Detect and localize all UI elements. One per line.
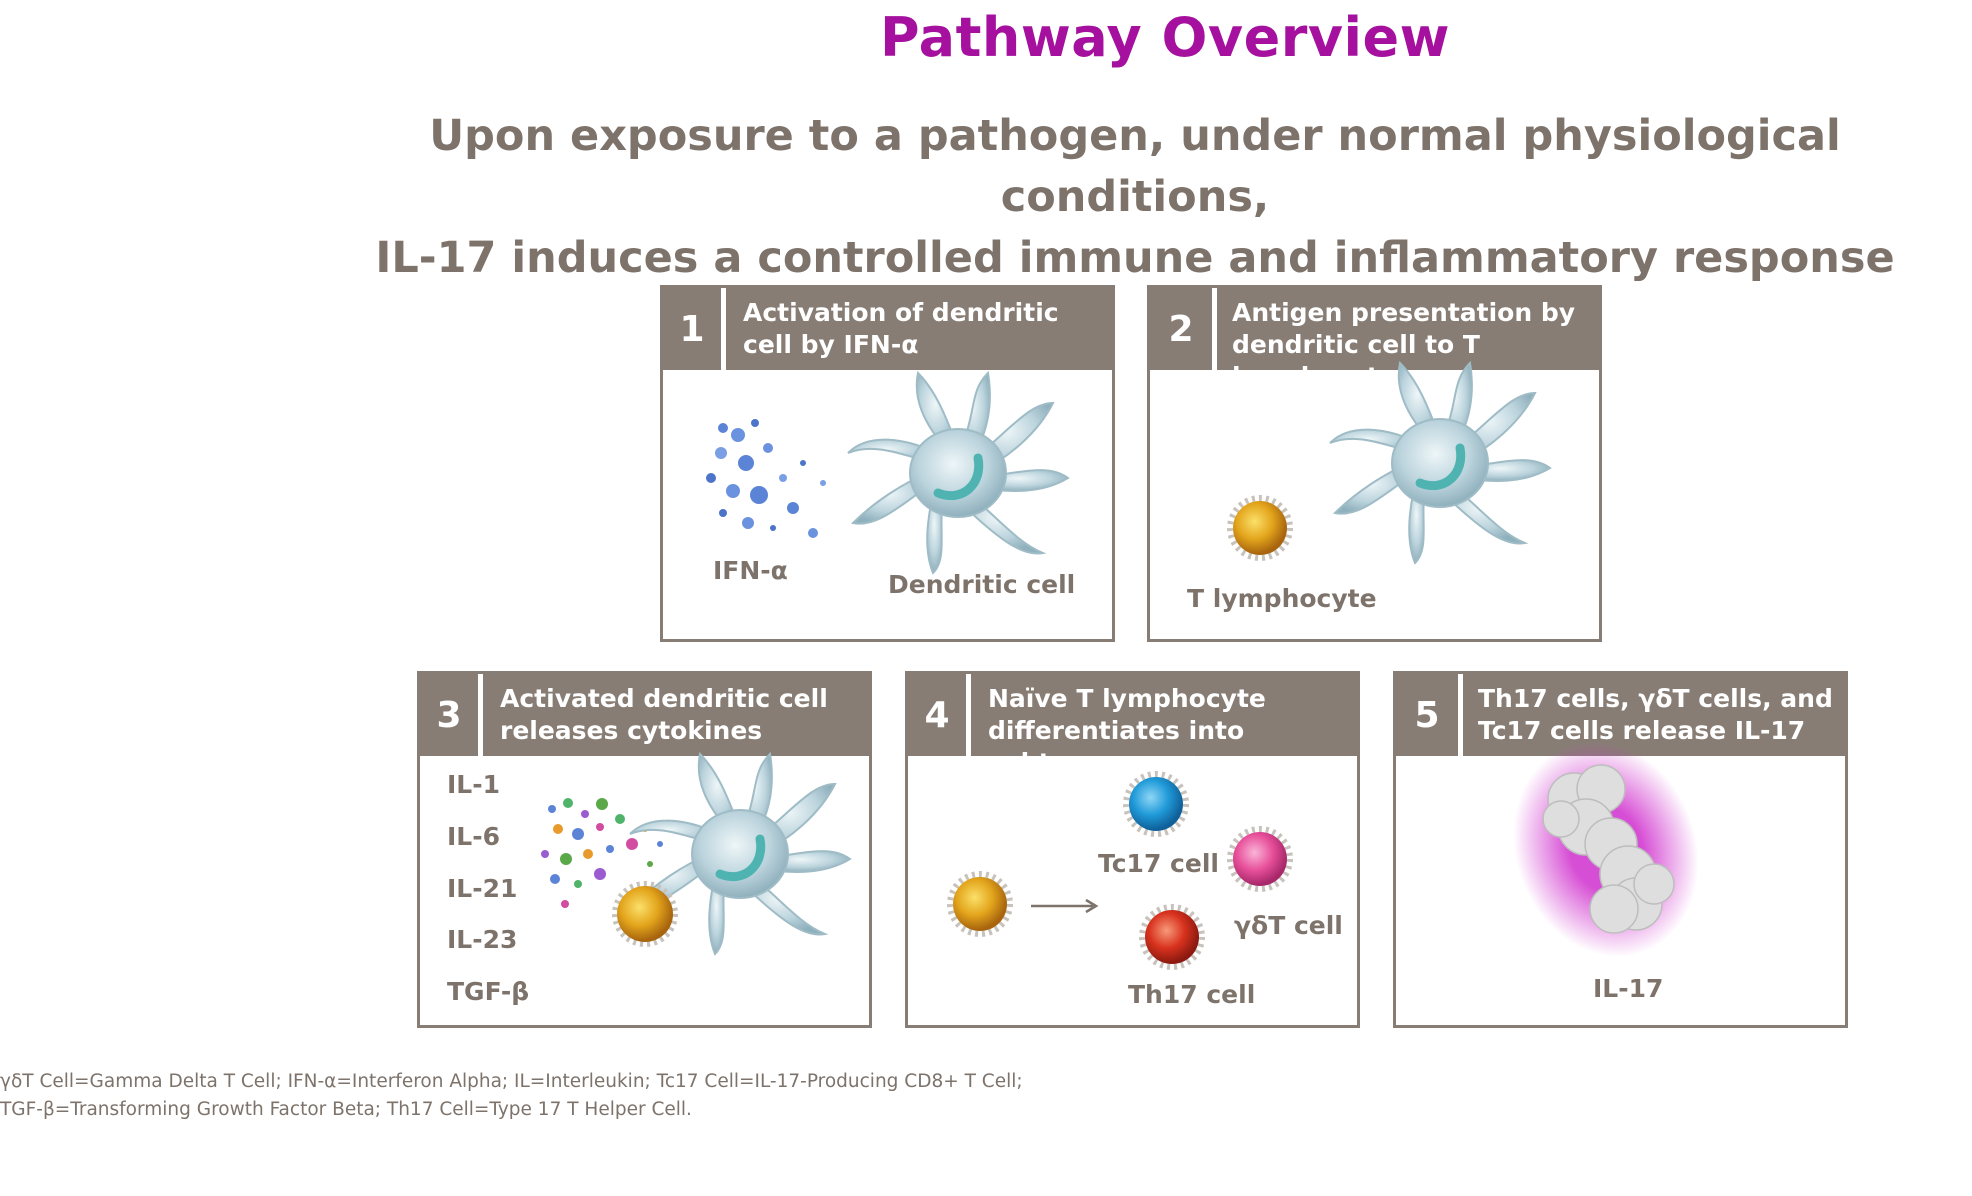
step-number: 3	[420, 674, 483, 756]
dendritic-cell-icon	[1330, 363, 1550, 563]
step-title: Th17 cells, γδT cells, and Tc17 cells re…	[1478, 684, 1833, 745]
panel-header: 3 Activated dendritic cell releases cyto…	[420, 674, 869, 759]
footnote-line-1: γδT Cell=Gamma Delta T Cell; IFN-α=Inter…	[0, 1071, 1023, 1092]
panel-step-2: 2 Antigen presentation by dendritic cell…	[1147, 285, 1602, 642]
gamma-delta-t-cell-icon	[1230, 829, 1290, 889]
footnote: γδT Cell=Gamma Delta T Cell; IFN-α=Inter…	[0, 1068, 1023, 1124]
panel-step-1: 1 Activation of dendritic cell by IFN-α …	[660, 285, 1115, 642]
th17-cell-icon	[1142, 907, 1202, 967]
ifn-alpha-particles-icon	[706, 419, 826, 538]
step-title: Antigen presentation by dendritic cell t…	[1232, 298, 1576, 391]
subtitle: Upon exposure to a pathogen, under norma…	[320, 106, 1950, 289]
step-number: 1	[663, 288, 726, 370]
cytokine-particles-icon	[541, 798, 663, 908]
panel-header: 5 Th17 cells, γδT cells, and Tc17 cells …	[1396, 674, 1845, 759]
panel-step-5: 5 Th17 cells, γδT cells, and Tc17 cells …	[1393, 671, 1848, 1028]
t-lymphocyte-icon	[615, 884, 675, 944]
label-tc17-cell: Tc17 cell	[1098, 849, 1219, 878]
page-title: Pathway Overview	[880, 6, 1451, 69]
step-title: Activation of dendritic cell by IFN-α	[743, 298, 1059, 359]
label-t-lymphocyte: T lymphocyte	[1187, 584, 1377, 613]
panel-header: 4 Naïve T lymphocyte differentiates into…	[908, 674, 1357, 777]
panel-5-illustration	[1513, 741, 1699, 957]
panel-3-illustration	[541, 759, 869, 1025]
differentiation-arrow-icon	[1031, 898, 1099, 914]
label-ifn-alpha: IFN-α	[713, 556, 788, 585]
il17-molecule-icon	[1513, 741, 1699, 957]
label-gamma-delta-t-cell: γδT cell	[1234, 911, 1343, 940]
dendritic-cell-icon	[848, 373, 1068, 573]
panel-header: 1 Activation of dendritic cell by IFN-α	[663, 288, 1112, 373]
subtitle-line-1: Upon exposure to a pathogen, under norma…	[429, 111, 1841, 222]
panel-step-4: 4 Naïve T lymphocyte differentiates into…	[905, 671, 1360, 1028]
label-tgf-beta: TGF-β	[447, 977, 530, 1006]
t-lymphocyte-icon	[1230, 498, 1290, 558]
label-dendritic-cell: Dendritic cell	[888, 570, 1076, 599]
step-number: 5	[1396, 674, 1463, 756]
label-il-1: IL-1	[447, 770, 501, 799]
label-il-17: IL-17	[1593, 974, 1664, 1003]
panel-header: 2 Antigen presentation by dendritic cell…	[1150, 288, 1599, 391]
t-lymphocyte-icon	[950, 874, 1010, 934]
footnote-line-2: TGF-β=Transforming Growth Factor Beta; T…	[0, 1099, 692, 1120]
label-th17-cell: Th17 cell	[1128, 980, 1256, 1009]
step-title: Activated dendritic cell releases cytoki…	[500, 684, 828, 745]
step-title: Naïve T lymphocyte differentiates into s…	[988, 684, 1266, 777]
panel-step-3: 3 Activated dendritic cell releases cyto…	[417, 671, 872, 1028]
label-il-23: IL-23	[447, 925, 518, 954]
label-il-21: IL-21	[447, 874, 518, 903]
label-il-6: IL-6	[447, 822, 501, 851]
step-number: 2	[1150, 288, 1217, 370]
subtitle-line-2: IL-17 induces a controlled immune and in…	[375, 233, 1895, 283]
step-number: 4	[908, 674, 971, 756]
panel-4-illustration	[908, 759, 1357, 1025]
panel-1-illustration	[706, 373, 1112, 639]
panel-2-illustration	[1150, 373, 1599, 639]
tc17-cell-icon	[1126, 774, 1186, 834]
